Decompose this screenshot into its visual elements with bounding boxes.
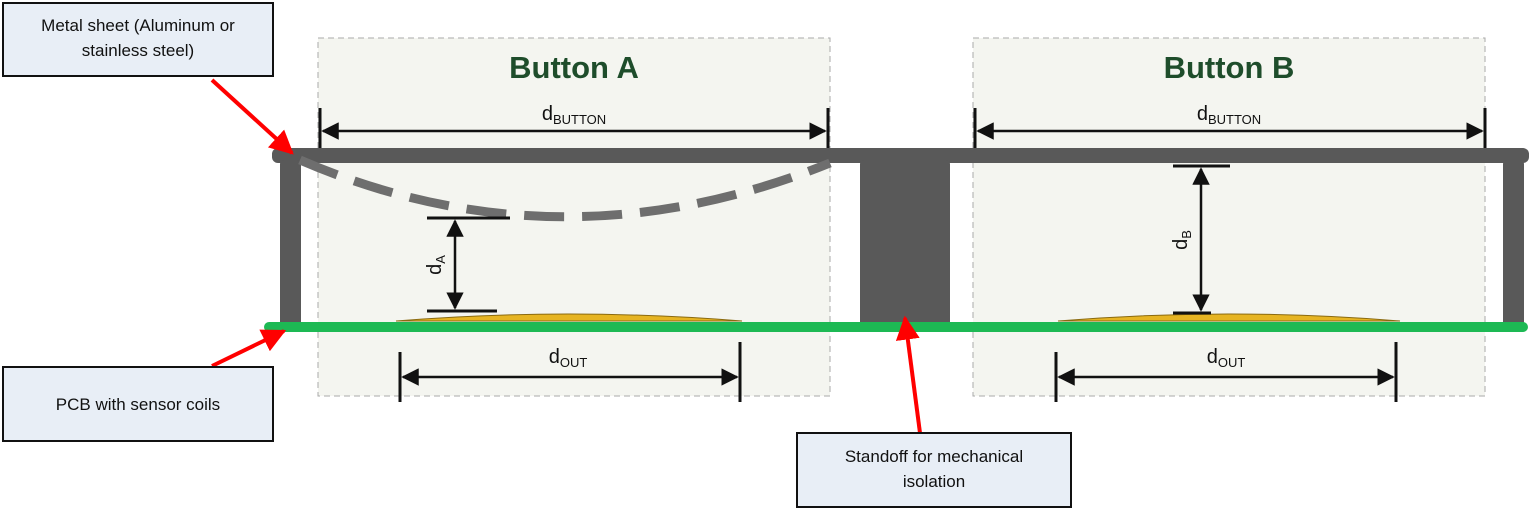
metal-sheet bbox=[272, 148, 1529, 163]
d-button-a-label: dBUTTON bbox=[542, 103, 606, 127]
d-a-dimension: dA bbox=[424, 216, 510, 313]
d-b-dimension: dB bbox=[1170, 164, 1230, 315]
standoff-callout-line1: Standoff for mechanical bbox=[845, 447, 1023, 466]
d-out-b-dimension: dOUT bbox=[1054, 342, 1398, 402]
d-b-label: dB bbox=[1170, 230, 1194, 250]
standoff-callout-arrow bbox=[895, 315, 922, 434]
metal-sheet-callout-line1: Metal sheet (Aluminum or bbox=[41, 16, 235, 35]
metal-sheet-callout-line2: stainless steel) bbox=[82, 41, 194, 60]
d-button-b-dimension: dBUTTON bbox=[973, 103, 1487, 152]
pcb-callout-arrow bbox=[211, 329, 287, 368]
d-out-a-dimension: dOUT bbox=[398, 342, 742, 402]
standoff bbox=[860, 160, 950, 330]
metal-sheet-callout-arrow bbox=[210, 78, 294, 155]
sensor-coil-b bbox=[1057, 313, 1401, 322]
d-out-a-label: dOUT bbox=[549, 346, 588, 370]
left-post bbox=[280, 160, 301, 330]
d-out-b-label: dOUT bbox=[1207, 346, 1246, 370]
metal-sheet-callout: Metal sheet (Aluminum or stainless steel… bbox=[2, 2, 274, 77]
d-button-b-label: dBUTTON bbox=[1197, 103, 1261, 127]
button-a-region bbox=[317, 37, 831, 397]
pcb-callout: PCB with sensor coils bbox=[2, 366, 274, 442]
pcb-callout-line1: PCB with sensor coils bbox=[56, 395, 220, 414]
button-b-title: Button B bbox=[1164, 50, 1295, 85]
sensor-coil-a bbox=[395, 313, 743, 322]
d-button-a-dimension: dBUTTON bbox=[318, 103, 830, 152]
deflected-metal-sheet bbox=[298, 155, 832, 222]
button-a-title: Button A bbox=[509, 50, 639, 85]
right-post bbox=[1503, 160, 1524, 330]
standoff-callout: Standoff for mechanical isolation bbox=[796, 432, 1072, 508]
pcb bbox=[264, 322, 1528, 332]
standoff-callout-line2: isolation bbox=[903, 472, 965, 491]
button-b-region bbox=[972, 37, 1486, 397]
d-a-label: dA bbox=[424, 255, 448, 275]
